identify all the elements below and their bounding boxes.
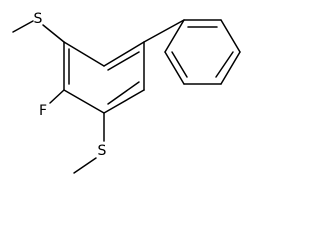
bond <box>220 51 241 85</box>
phenyl-ring <box>143 19 241 85</box>
fluorine-atom-label: F <box>39 103 47 119</box>
bond <box>42 24 65 43</box>
ring-connection-bond <box>143 19 185 43</box>
inner-double-bond <box>107 51 140 71</box>
sulfur-atom-label: S <box>98 143 107 159</box>
sulfur-atom-label: S <box>34 11 43 27</box>
chemical-structure: S F S <box>12 11 241 174</box>
inner-double-bond <box>215 51 234 78</box>
inner-double-bond <box>171 51 188 78</box>
bond <box>220 19 241 53</box>
bond <box>103 89 145 114</box>
bond <box>63 89 105 114</box>
bond <box>49 89 65 104</box>
bond <box>164 19 185 53</box>
bond <box>164 51 185 85</box>
bond <box>103 41 145 67</box>
substituent-bonds <box>12 20 105 174</box>
central-benzene-ring <box>63 41 145 114</box>
bond <box>73 157 97 174</box>
atom-labels: S F S <box>34 11 107 159</box>
bond <box>12 20 34 33</box>
bond <box>63 41 105 67</box>
inner-double-bond <box>107 81 140 105</box>
